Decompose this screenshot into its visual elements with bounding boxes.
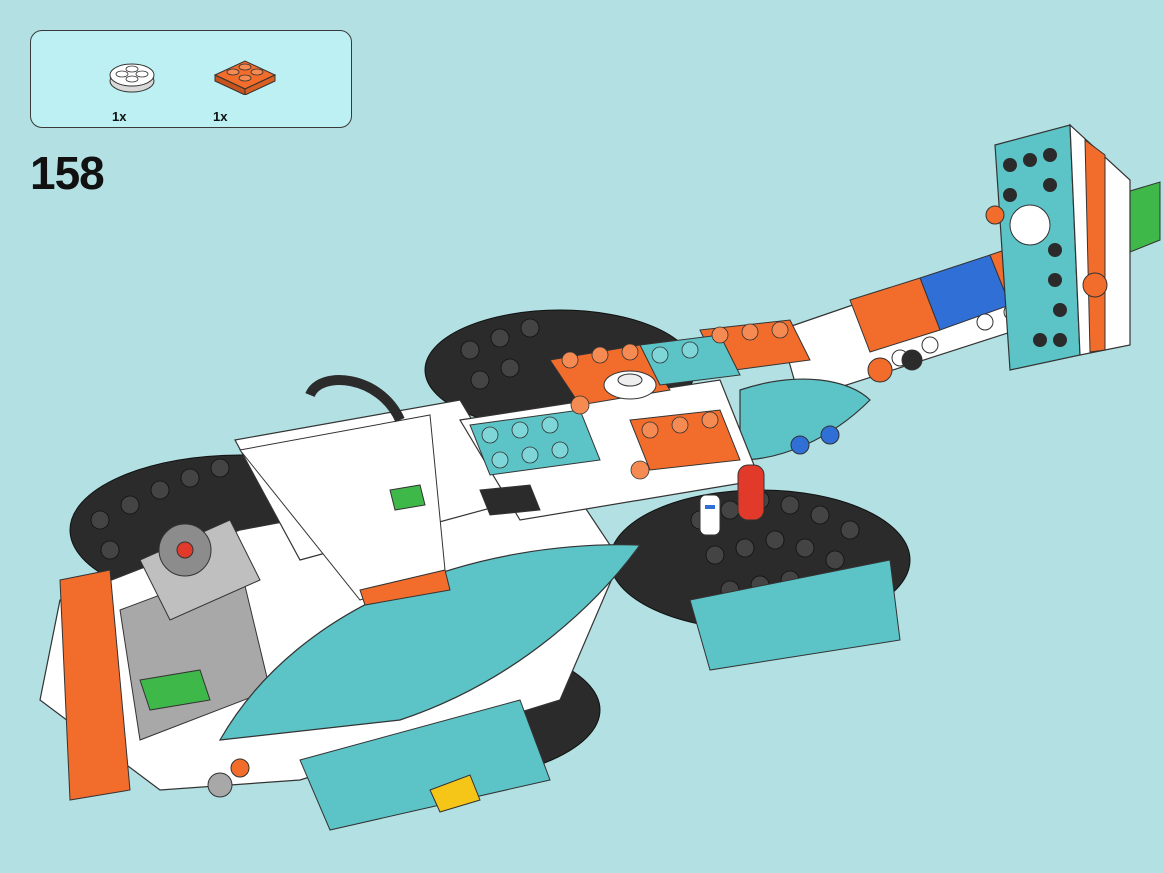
parts-callout: 1x 1x: [30, 30, 352, 128]
orange-plate-2x2-icon: [213, 60, 277, 95]
part-item-2: 1x: [211, 49, 291, 124]
top-plates: [469, 319, 811, 480]
boom-end-block: [985, 123, 1131, 371]
step-number: 158: [30, 147, 105, 199]
teal-bodywork: [218, 378, 901, 831]
part-quantity: 1x: [112, 109, 127, 124]
white-round-plate-2x2-icon: [109, 63, 155, 93]
part-quantity: 1x: [213, 109, 228, 124]
part-item-1: 1x: [106, 49, 186, 124]
small-details: [207, 464, 765, 813]
